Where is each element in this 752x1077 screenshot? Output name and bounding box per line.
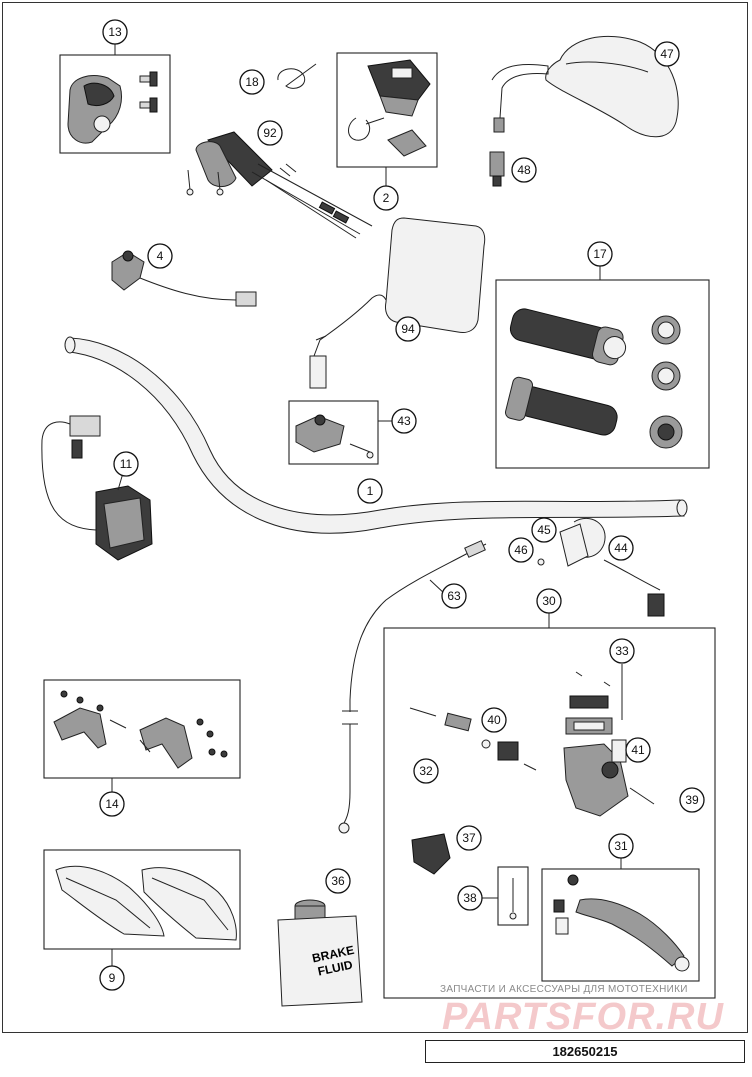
svg-text:33: 33 bbox=[615, 644, 629, 658]
callout-18: 18 bbox=[239, 69, 265, 95]
svg-text:13: 13 bbox=[108, 25, 122, 39]
switch-13-part bbox=[67, 71, 158, 144]
svg-text:39: 39 bbox=[685, 793, 699, 807]
hand-guards-9-part bbox=[55, 865, 237, 941]
callout-2: 2 bbox=[373, 185, 399, 211]
svg-text:18: 18 bbox=[245, 75, 259, 89]
callout-63: 63 bbox=[441, 583, 467, 609]
brake-fluid-36-part: BRAKE FLUID bbox=[277, 899, 363, 1007]
callout-41: 41 bbox=[625, 737, 651, 763]
clamp-44-45-part bbox=[537, 517, 665, 617]
svg-text:2: 2 bbox=[383, 191, 390, 205]
brackets-14-part bbox=[53, 690, 228, 769]
switch-2-part bbox=[348, 59, 431, 157]
adapter-48-part bbox=[489, 151, 505, 187]
group-box-38 bbox=[497, 866, 529, 926]
group-box-43 bbox=[288, 400, 379, 465]
callout-31: 31 bbox=[608, 833, 634, 859]
mirror-47-part bbox=[491, 35, 679, 138]
callout-32: 32 bbox=[413, 758, 439, 784]
svg-text:37: 37 bbox=[462, 831, 476, 845]
svg-text:30: 30 bbox=[542, 594, 556, 608]
group-box-9 bbox=[43, 849, 241, 950]
svg-text:41: 41 bbox=[631, 743, 645, 757]
callout-43: 43 bbox=[391, 408, 417, 434]
callout-17: 17 bbox=[587, 241, 613, 267]
svg-text:63: 63 bbox=[447, 589, 461, 603]
callout-38: 38 bbox=[457, 885, 483, 911]
svg-text:4: 4 bbox=[157, 249, 164, 263]
svg-text:1: 1 bbox=[367, 484, 374, 498]
callout-94: 94 bbox=[395, 316, 421, 342]
callout-37: 37 bbox=[456, 825, 482, 851]
watermark-logo: PARTSFOR.RU bbox=[442, 996, 724, 1038]
callout-9: 9 bbox=[99, 965, 125, 991]
callout-44: 44 bbox=[608, 535, 634, 561]
svg-text:38: 38 bbox=[463, 891, 477, 905]
document-number: 182650215 bbox=[552, 1044, 618, 1059]
group-box-2 bbox=[336, 52, 438, 168]
cable-tie-18-part bbox=[277, 63, 317, 89]
group-box-14 bbox=[43, 679, 241, 779]
svg-text:92: 92 bbox=[263, 126, 277, 140]
svg-text:32: 32 bbox=[419, 764, 433, 778]
callout-46: 46 bbox=[508, 537, 534, 563]
callout-4: 4 bbox=[147, 243, 173, 269]
callout-30: 30 bbox=[536, 588, 562, 614]
svg-text:45: 45 bbox=[537, 523, 551, 537]
callout-13: 13 bbox=[102, 19, 128, 45]
grips-17-part bbox=[504, 308, 683, 449]
callout-14: 14 bbox=[99, 791, 125, 817]
brake-hose-63-part bbox=[338, 540, 487, 834]
switch-11-part bbox=[41, 415, 153, 561]
callout-47: 47 bbox=[654, 41, 680, 67]
handlebar-part bbox=[64, 336, 688, 534]
svg-text:43: 43 bbox=[397, 414, 411, 428]
svg-text:11: 11 bbox=[120, 457, 133, 471]
svg-text:9: 9 bbox=[109, 971, 116, 985]
callout-1: 1 bbox=[357, 478, 383, 504]
svg-text:94: 94 bbox=[401, 322, 415, 336]
svg-text:46: 46 bbox=[514, 543, 528, 557]
svg-text:31: 31 bbox=[614, 839, 628, 853]
svg-text:36: 36 bbox=[331, 874, 345, 888]
callout-39: 39 bbox=[679, 787, 705, 813]
master-cylinder-30-part bbox=[409, 671, 690, 972]
document-number-box: 182650215 bbox=[425, 1040, 745, 1063]
group-box-17 bbox=[495, 279, 710, 469]
callout-36: 36 bbox=[325, 868, 351, 894]
switch-4-part bbox=[111, 250, 257, 307]
callout-11: 11 bbox=[113, 451, 139, 477]
watermark-tagline: ЗАПЧАСТИ И АКСЕССУАРЫ ДЛЯ МОТОТЕХНИКИ bbox=[440, 984, 688, 995]
callout-48: 48 bbox=[511, 157, 537, 183]
svg-text:14: 14 bbox=[105, 797, 119, 811]
clamp-43-part bbox=[295, 414, 374, 459]
callout-45: 45 bbox=[531, 517, 557, 543]
svg-text:17: 17 bbox=[593, 247, 607, 261]
svg-text:48: 48 bbox=[517, 163, 531, 177]
throttle-housing-92-part bbox=[186, 131, 373, 239]
callout-40: 40 bbox=[481, 707, 507, 733]
svg-text:44: 44 bbox=[614, 541, 628, 555]
svg-text:47: 47 bbox=[660, 47, 674, 61]
callout-33: 33 bbox=[609, 638, 635, 664]
svg-text:40: 40 bbox=[487, 713, 501, 727]
callout-92: 92 bbox=[257, 120, 283, 146]
mirror-94-part bbox=[309, 217, 486, 389]
